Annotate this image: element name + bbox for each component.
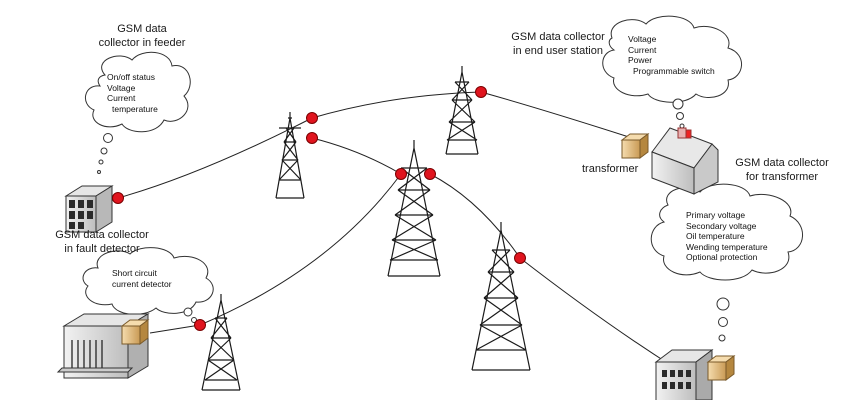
end-user-bubble-item: Programmable switch — [633, 65, 715, 76]
line-tower1-to-tower2 — [311, 91, 482, 119]
feeder-title-line2: collector in feeder — [98, 37, 186, 49]
node-tower2 — [475, 86, 487, 98]
node-tower4 — [514, 252, 526, 264]
cloud-fault-detector — [82, 247, 214, 323]
cloud-feeder — [85, 51, 191, 174]
feeder-bubble-item: temperature — [112, 103, 158, 114]
feeder-bubble-item: Voltage — [107, 82, 136, 93]
transformer-label: transformer — [582, 163, 639, 175]
node-feeder — [112, 192, 124, 204]
transformer-bubble-item: Optional protection — [686, 252, 758, 262]
fault-bubble-text: Short circuit current detector — [112, 268, 172, 289]
line-fault-box-to-node — [149, 324, 201, 334]
transformer-title-line1: GSM data collector — [735, 157, 829, 169]
feeder-bubble-item: On/off status — [107, 72, 156, 82]
transformer-bubble-item: Wending temperature — [686, 241, 768, 252]
line-tower4-to-cabinet — [519, 257, 673, 367]
end-user-bubble-text: Voltage Current Power Programmable switc… — [628, 34, 715, 76]
node-fault-tower — [194, 319, 206, 331]
end-user-collector-title: GSM data collector in end user station — [498, 30, 618, 58]
feeder-bubble-item: Current — [107, 93, 136, 103]
fault-bubble-item: Short circuit — [112, 268, 157, 278]
end-user-bubble-item: Power — [628, 55, 653, 65]
fault-detector-unit — [56, 313, 150, 379]
node-tower3-right — [424, 168, 436, 180]
fault-detector-title: GSM data collector in fault detector — [42, 228, 162, 256]
end-user-title-line1: GSM data collector — [511, 31, 605, 43]
transformer-bubble-item: Secondary voltage — [686, 220, 757, 231]
line-tower2-to-transformer — [480, 91, 633, 139]
cloud-transformer — [650, 183, 803, 342]
power-lines — [117, 91, 673, 367]
transformer-title-line2: for transformer — [745, 171, 819, 183]
transformer-collector-title: GSM data collector for transformer — [722, 156, 842, 184]
tower-4 — [471, 222, 531, 371]
end-user-bubble-item: Current — [628, 44, 657, 55]
line-tower1b-to-tower3 — [311, 137, 402, 175]
transformer-bubble-text: Primary voltage Secondary voltage Oil te… — [686, 210, 768, 263]
line-feeder-to-tower1 — [117, 117, 313, 199]
feeder-collector-title: GSM data collector in feeder — [82, 22, 202, 50]
tower-1 — [275, 112, 305, 199]
substation-cabinet — [654, 349, 736, 400]
transformer-bubble-item: Oil temperature — [686, 231, 745, 241]
fault-title-line2: in fault detector — [64, 243, 140, 255]
line-tower3-to-fault-tower — [199, 173, 402, 326]
node-tower3-left — [395, 168, 407, 180]
transformer-bubble-item: Primary voltage — [686, 210, 746, 220]
tower-3 — [387, 140, 441, 277]
line-tower3-to-tower4 — [429, 173, 521, 259]
transformer-house — [620, 127, 719, 195]
node-tower1-bottom — [306, 132, 318, 144]
node-tower1-top — [306, 112, 318, 124]
cloud-end-user — [602, 15, 742, 129]
fault-bubble-item: current detector — [112, 278, 172, 289]
tower-5 — [201, 294, 241, 391]
collector-nodes — [112, 86, 526, 331]
feeder-title-line1: GSM data — [117, 23, 167, 35]
fault-title-line1: GSM data collector — [55, 229, 149, 241]
feeder-bubble-text: On/off status Voltage Current temperatur… — [107, 72, 158, 114]
feeder-gsm-cabinet — [64, 185, 114, 233]
end-user-bubble-item: Voltage — [628, 34, 657, 44]
tower-2 — [445, 66, 479, 155]
end-user-title-line2: in end user station — [513, 45, 603, 57]
